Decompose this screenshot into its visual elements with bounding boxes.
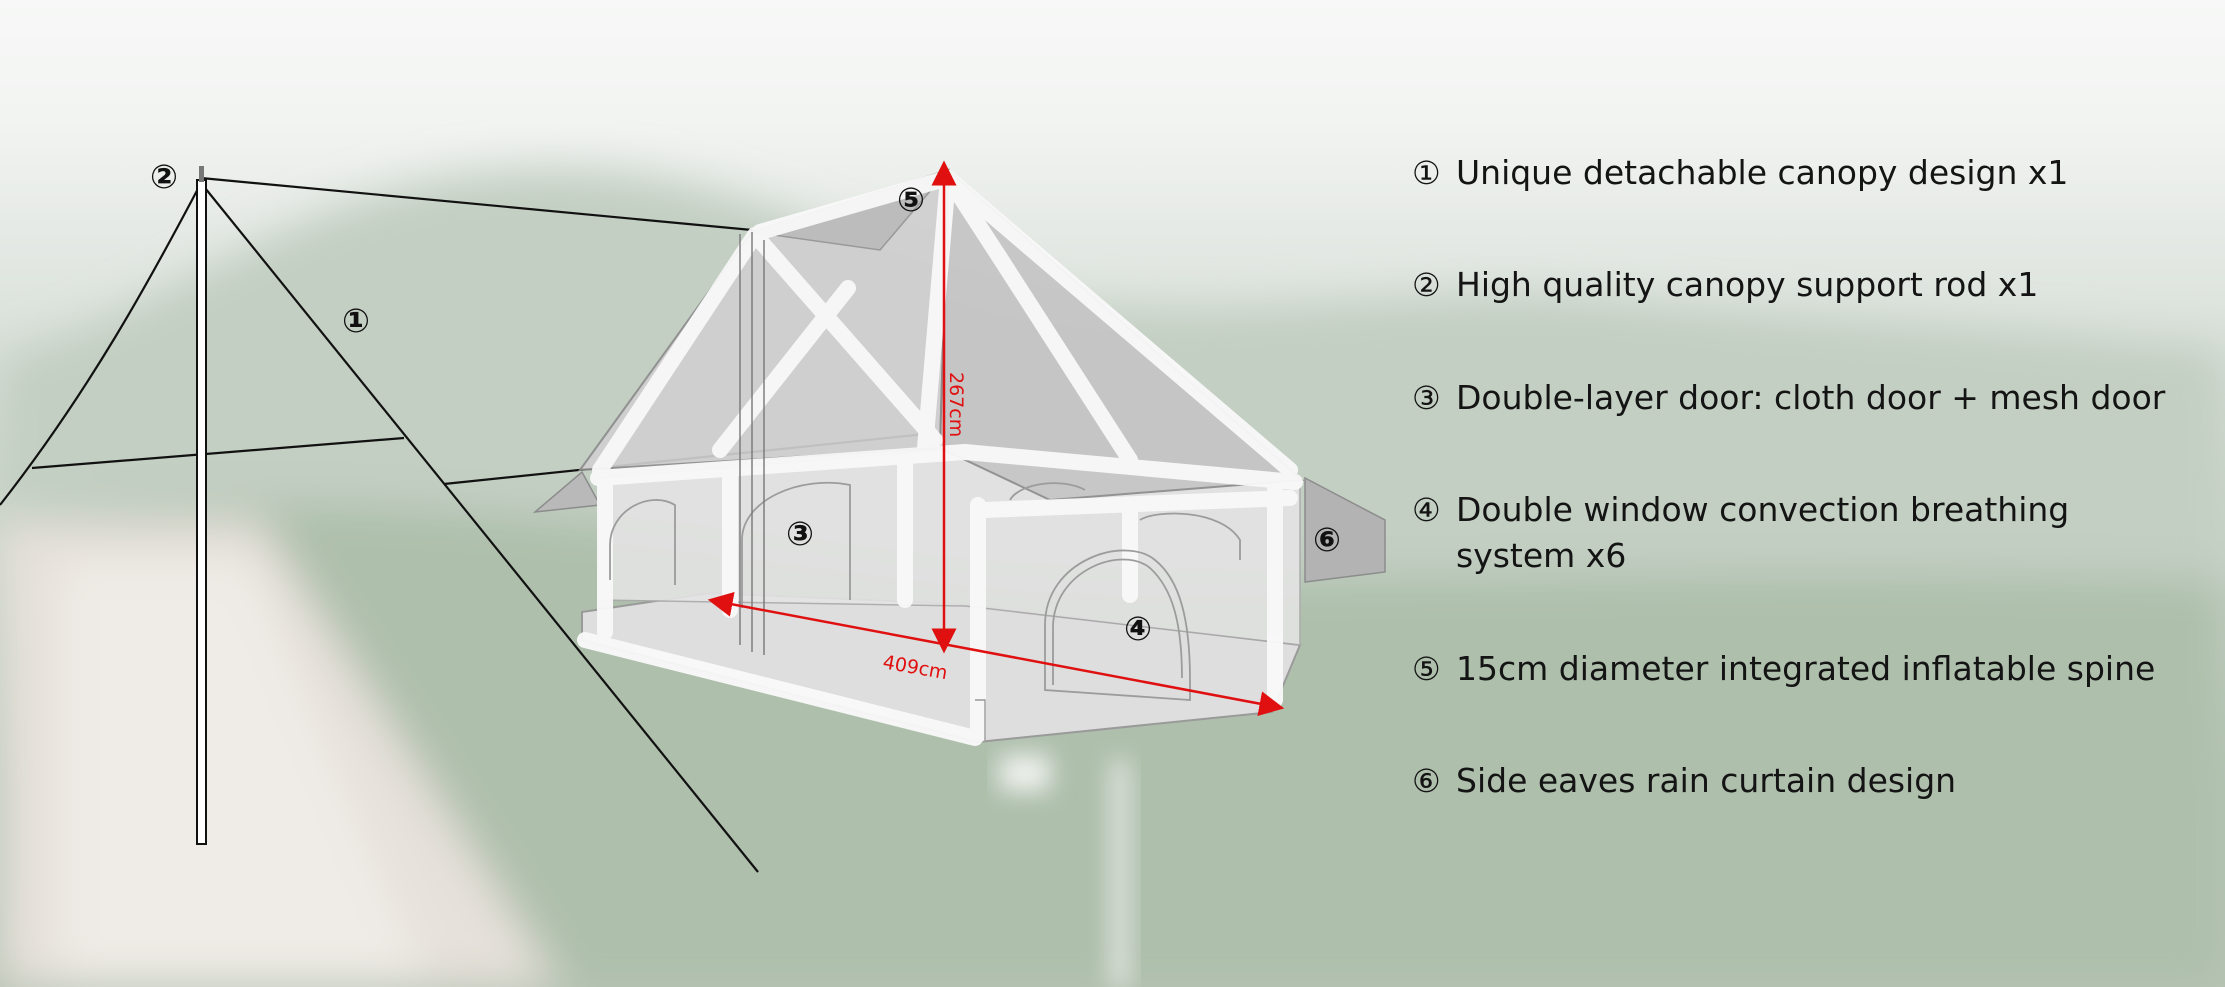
callout-canopy: ① <box>342 301 370 340</box>
callout-support-rod: ② <box>150 157 178 196</box>
tent-body <box>532 167 1386 746</box>
callout-rain-curtain: ⑥ <box>1313 520 1341 559</box>
legend-text: Unique detachable canopy design x1 <box>1456 153 2069 192</box>
legend-text: High quality canopy support rod x1 <box>1456 265 2039 304</box>
legend-number: ① <box>1412 154 1441 192</box>
legend-item: ④ Double window convection breathing sys… <box>1412 487 2112 579</box>
background-pole <box>1112 760 1128 987</box>
legend-number: ② <box>1412 266 1441 304</box>
legend-item: ① Unique detachable canopy design x1 <box>1412 150 2212 196</box>
callout-spine: ⑤ <box>897 180 925 219</box>
door-arch <box>741 481 851 608</box>
background-hill-lower <box>0 503 2225 987</box>
legend-item: ② High quality canopy support rod x1 <box>1412 262 2212 308</box>
dimension-arrows <box>707 160 1285 716</box>
callout-window: ④ <box>1124 609 1152 648</box>
canopy-guy-line-right <box>200 182 759 873</box>
width-dimension-arrow <box>707 592 1285 716</box>
window-arch-left <box>609 499 676 585</box>
legend-number: ④ <box>1412 491 1441 529</box>
canopy-support-rod <box>196 166 207 845</box>
legend-text: Double window convection breathing syste… <box>1456 490 2070 575</box>
tent-eave-left <box>532 470 602 514</box>
legend-item: ⑤ 15cm diameter integrated inflatable sp… <box>1412 646 2212 692</box>
legend-number: ③ <box>1412 379 1441 417</box>
legend-item: ⑥ Side eaves rain curtain design <box>1412 758 2212 804</box>
legend-text: 15cm diameter integrated inflatable spin… <box>1456 649 2156 688</box>
canopy-edge-lower <box>31 436 405 470</box>
legend-item: ③ Double-layer door: cloth door + mesh d… <box>1412 375 2212 421</box>
legend-text: Side eaves rain curtain design <box>1456 761 1957 800</box>
legend-number: ⑥ <box>1412 762 1441 800</box>
legend-number: ⑤ <box>1412 650 1441 688</box>
canopy-edge-top <box>200 176 753 232</box>
height-dimension-label: 267cm <box>945 372 967 437</box>
callout-door: ③ <box>786 514 814 553</box>
side-eave-rain-curtain <box>1304 476 1386 583</box>
legend-text: Double-layer door: cloth door + mesh doo… <box>1456 378 2166 417</box>
canopy-guy-line-left <box>0 182 202 506</box>
